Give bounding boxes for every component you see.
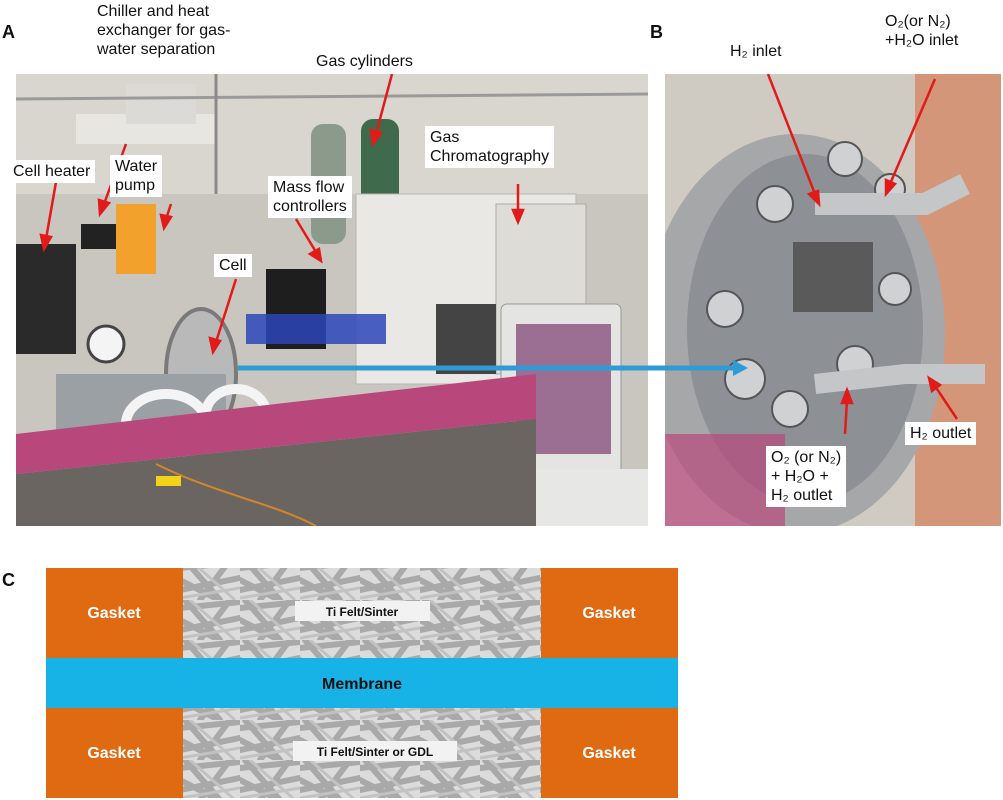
panel-letter-b: B — [650, 22, 663, 42]
cell-heater-label: Cell heater — [8, 160, 96, 183]
gas-cylinders-label: Gas cylinders — [316, 53, 413, 70]
chiller-label: Chiller and heat exchanger for gas- wate… — [97, 3, 231, 58]
bottom-felt-text: Ti Felt/Sinter or GDL — [317, 745, 433, 759]
o2-inlet-label: O₂(or N₂) +H₂O inlet — [885, 13, 959, 49]
panel-letter-a: A — [2, 22, 15, 42]
membrane-layer — [46, 658, 678, 708]
water-pump-label: Water pump — [110, 155, 163, 197]
o2-outlet-label: O₂ (or N₂) + H₂O + H₂ outlet — [766, 446, 847, 507]
cell-label: Cell — [214, 254, 252, 277]
gas-chromatography-label: Gas Chromatography — [425, 126, 555, 168]
h2-inlet-label: H₂ inlet — [730, 43, 782, 60]
gasket-br-text: Gasket — [582, 745, 636, 762]
gasket-tl-text: Gasket — [87, 605, 141, 622]
gasket-bottom-right — [541, 708, 678, 798]
panel-letter-c: C — [2, 570, 15, 590]
gasket-top-left — [46, 568, 183, 658]
gasket-tr-text: Gasket — [582, 605, 636, 622]
gasket-top-right — [541, 568, 678, 658]
gasket-bottom-left — [46, 708, 183, 798]
gasket-bl-text: Gasket — [87, 745, 141, 762]
test-station-drawing — [16, 74, 648, 526]
h2-outlet-label: H₂ outlet — [905, 422, 977, 445]
membrane-text: Membrane — [322, 676, 402, 693]
mass-flow-controllers-label: Mass flow controllers — [268, 176, 352, 218]
top-felt-text: Ti Felt/Sinter — [326, 605, 399, 619]
test-station-photo — [16, 74, 648, 526]
